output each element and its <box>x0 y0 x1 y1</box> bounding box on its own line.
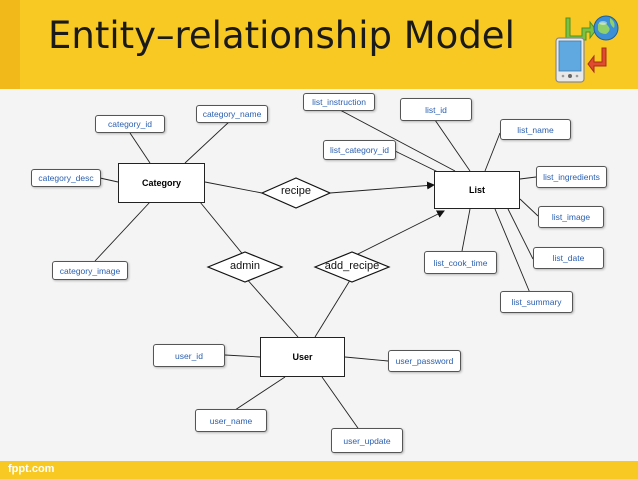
line-list-summary <box>494 208 531 294</box>
attr-list-id: list_id <box>400 98 472 121</box>
relationship-add-recipe-label: add_recipe <box>324 260 380 272</box>
line-list-name <box>484 132 501 172</box>
connector-lines <box>94 109 539 432</box>
relationship-admin-label: admin <box>230 260 260 272</box>
line-list-instruction <box>339 109 456 172</box>
line-list-id <box>434 119 471 172</box>
attr-user-name: user_name <box>195 409 267 432</box>
attr-list-instruction: list_instruction <box>303 93 375 111</box>
entity-category: Category <box>118 163 205 203</box>
attr-list-image: list_image <box>538 206 604 228</box>
attr-category-desc: category_desc <box>31 169 101 187</box>
diamond-admin <box>206 251 284 283</box>
attr-user-update: user_update <box>331 428 403 453</box>
attr-user-id: user_id <box>153 344 225 367</box>
attr-list-date: list_date <box>533 247 604 269</box>
footer-brand-text: fppt.com <box>8 463 55 475</box>
diamond-add-recipe <box>313 251 391 283</box>
slide-title: Entity–relationship Model <box>48 14 515 57</box>
diamond-recipe <box>260 177 332 209</box>
attr-list-name: list_name <box>500 119 571 140</box>
attr-user-password: user_password <box>388 350 461 372</box>
attr-category-image: category_image <box>52 261 128 280</box>
line-list-image <box>519 198 539 217</box>
line-list-ingredients <box>519 176 537 180</box>
line-user-id <box>224 354 261 358</box>
entity-list: List <box>434 171 520 209</box>
attr-list-ingredients: list_ingredients <box>536 166 607 188</box>
attr-category-id: category_id <box>95 115 165 133</box>
attr-list-summary: list_summary <box>500 291 573 313</box>
er-diagram: recipe admin add_recipe Category List Us… <box>0 89 638 461</box>
line-category-image <box>94 201 151 262</box>
line-list-category-id <box>394 150 441 174</box>
line-user-name <box>231 376 286 413</box>
line-admin-user <box>244 276 299 338</box>
attr-list-category-id: list_category_id <box>323 140 396 160</box>
line-category-id <box>129 132 151 164</box>
entity-user: User <box>260 337 345 377</box>
line-category-name <box>184 120 231 164</box>
line-user-password <box>344 356 389 362</box>
attr-list-cook-time: list_cook_time <box>424 251 497 274</box>
line-addrecipe-list <box>351 210 445 258</box>
line-user-addrecipe <box>314 276 353 338</box>
line-list-date <box>507 208 534 260</box>
header-band: Entity–relationship Model <box>0 0 638 89</box>
line-category-admin <box>199 201 246 258</box>
footer-band: fppt.com <box>0 461 638 479</box>
line-user-update <box>321 376 361 432</box>
line-category-desc <box>99 177 119 183</box>
tablet-globe-arrows-icon <box>555 15 619 83</box>
relationship-recipe-label: recipe <box>281 185 311 197</box>
line-recipe-list <box>329 181 435 194</box>
attr-category-name: category_name <box>196 105 268 123</box>
header-accent-band <box>0 0 20 89</box>
line-list-cook-time <box>461 208 471 252</box>
line-category-recipe <box>204 181 263 194</box>
